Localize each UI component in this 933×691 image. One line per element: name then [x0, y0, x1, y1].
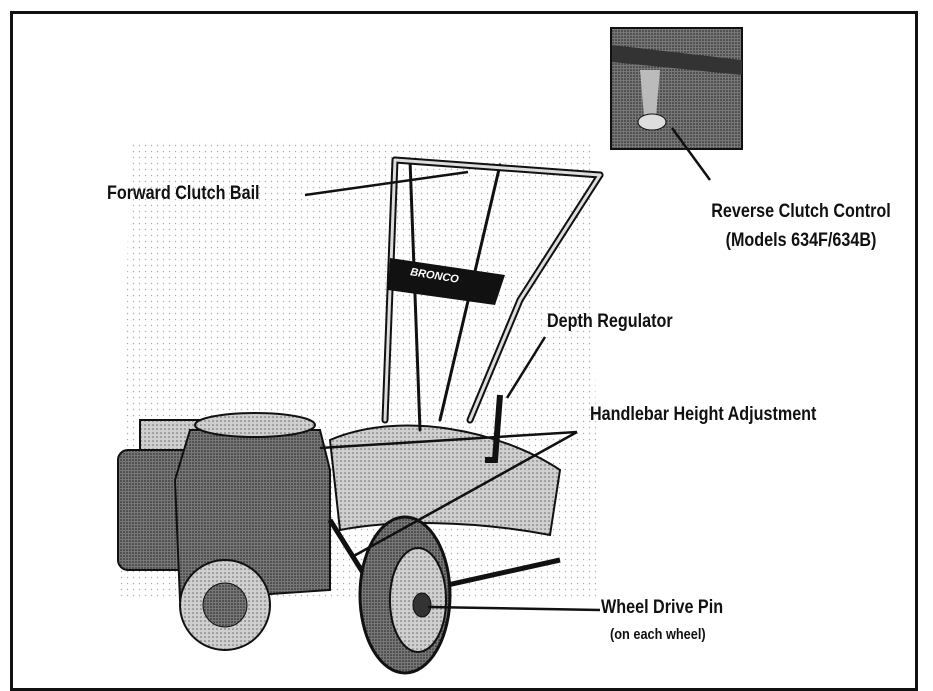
wheel: [358, 515, 452, 675]
engine: [117, 412, 331, 651]
reverse-clutch-inset: [610, 27, 743, 150]
leader-lines: [304, 127, 712, 612]
label-handlebar-height-adjustment: Handlebar Height Adjustment: [590, 404, 817, 425]
label-reverse-models: (Models 634F/634B): [725, 230, 877, 251]
label-wheel-drive-note: (on each wheel): [610, 626, 706, 643]
depth-regulator-rod: [485, 394, 503, 463]
label-wheel-drive-pin: Wheel Drive Pin: [601, 597, 724, 618]
label-reverse-clutch-control: Reverse Clutch Control: [711, 201, 891, 222]
label-forward-clutch-bail: Forward Clutch Bail: [107, 183, 260, 204]
label-depth-regulator: Depth Regulator: [547, 311, 673, 332]
